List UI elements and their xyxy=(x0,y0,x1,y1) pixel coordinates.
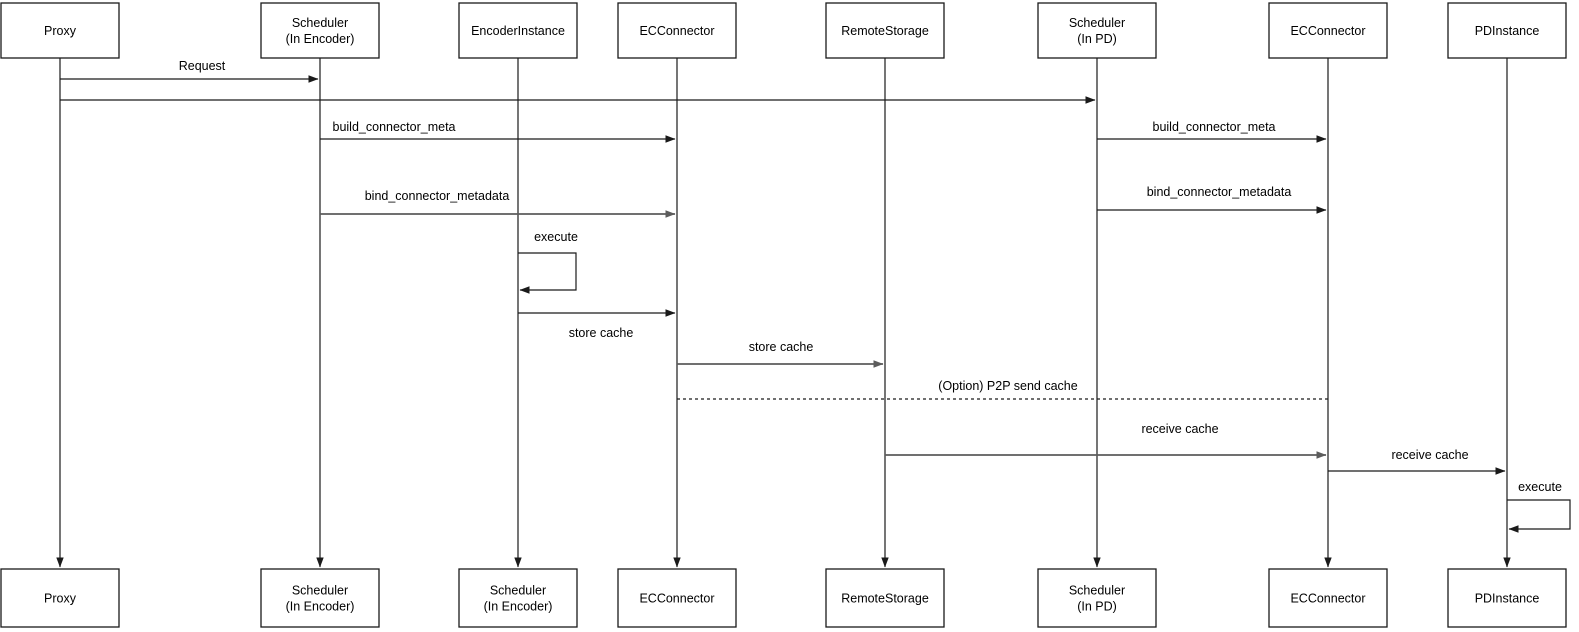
actor-bottom-label-line-ec-connector-2-0: ECConnector xyxy=(1290,592,1365,606)
actor-bottom-ec-connector-2: ECConnector xyxy=(1268,568,1388,628)
message-label-p2p-send-cache: (Option) P2P send cache xyxy=(938,379,1077,393)
actor-bottom-pd-instance: PDInstance xyxy=(1447,568,1567,628)
actor-bottom-label-line-scheduler-encoder-0: Scheduler xyxy=(292,584,348,598)
actor-bottom-proxy: Proxy xyxy=(0,568,120,628)
actor-top-label-line-ec-connector-2-0: ECConnector xyxy=(1290,24,1365,38)
actor-top-label-scheduler-pd: Scheduler (In PD) xyxy=(1069,16,1125,46)
message-execute-encoder xyxy=(518,252,577,294)
actor-top-remote-storage: RemoteStorage xyxy=(825,2,945,59)
actor-bottom-box-pd-instance xyxy=(1447,568,1567,628)
actor-top-label-line-scheduler-pd-0: Scheduler xyxy=(1069,16,1125,30)
actor-bottom-box-ec-connector xyxy=(617,568,737,628)
actor-top-box-remote-storage xyxy=(825,2,945,59)
actor-top-label-proxy: Proxy xyxy=(44,24,77,38)
actor-bottom-label-line-scheduler-encoder-1: (In Encoder) xyxy=(286,600,355,614)
actor-bottom-label-line-encoder-instance-0: Scheduler xyxy=(490,584,546,598)
actor-bottom-label-proxy: Proxy xyxy=(44,592,77,606)
actor-bottom-label-ec-connector-2: ECConnector xyxy=(1290,592,1365,606)
actor-bottom-scheduler-pd: Scheduler (In PD) xyxy=(1037,568,1157,628)
message-label-store-cache-to-storage: store cache xyxy=(749,340,814,354)
actor-bottom-scheduler-encoder: Scheduler (In Encoder) xyxy=(260,568,380,628)
actor-bottom-label-line-scheduler-pd-1: (In PD) xyxy=(1077,600,1117,614)
actor-top-label-line-encoder-instance-0: EncoderInstance xyxy=(471,24,565,38)
actor-top-scheduler-encoder: Scheduler (In Encoder) xyxy=(260,2,380,59)
actor-bottom-label-scheduler-encoder: Scheduler (In Encoder) xyxy=(286,584,355,614)
actor-top-label-scheduler-encoder: Scheduler (In Encoder) xyxy=(286,16,355,46)
actor-top-pd-instance: PDInstance xyxy=(1447,2,1567,59)
actor-bottom-label-line-scheduler-pd-0: Scheduler xyxy=(1069,584,1125,598)
message-label-build-connector-meta-left: build_connector_meta xyxy=(333,120,456,134)
actor-bottom-label-ec-connector: ECConnector xyxy=(639,592,714,606)
actor-top-label-line-proxy-0: Proxy xyxy=(44,24,77,38)
actor-bottom-box-scheduler-encoder xyxy=(260,568,380,628)
actor-top-label-ec-connector-2: ECConnector xyxy=(1290,24,1365,38)
actor-top-box-ec-connector-2 xyxy=(1268,2,1388,59)
actor-bottom-label-encoder-instance: Scheduler (In Encoder) xyxy=(484,584,553,614)
actor-top-ec-connector-2: ECConnector xyxy=(1268,2,1388,59)
message-label-request: Request xyxy=(179,59,226,73)
actor-top-label-line-remote-storage-0: RemoteStorage xyxy=(841,24,929,38)
actor-top-box-pd-instance xyxy=(1447,2,1567,59)
actor-bottom-box-proxy xyxy=(0,568,120,628)
actor-top-label-line-ec-connector-0: ECConnector xyxy=(639,24,714,38)
message-execute-pd xyxy=(1507,499,1571,533)
message-label-execute-encoder: execute xyxy=(534,230,578,244)
actor-bottom-encoder-instance: Scheduler (In Encoder) xyxy=(458,568,578,628)
actor-bottom-label-remote-storage: RemoteStorage xyxy=(841,592,929,606)
actor-top-box-proxy xyxy=(0,2,120,59)
actor-top-proxy: Proxy xyxy=(0,2,120,59)
actor-top-box-encoder-instance xyxy=(458,2,578,59)
actor-bottom-label-line-proxy-0: Proxy xyxy=(44,592,77,606)
actor-top-label-ec-connector: ECConnector xyxy=(639,24,714,38)
message-label-store-cache-to-connector: store cache xyxy=(569,326,634,340)
message-label-bind-connector-metadata-right: bind_connector_metadata xyxy=(1147,185,1292,199)
actor-bottom-remote-storage: RemoteStorage xyxy=(825,568,945,628)
actor-bottom-label-line-encoder-instance-1: (In Encoder) xyxy=(484,600,553,614)
actor-top-box-scheduler-pd xyxy=(1037,2,1157,59)
actor-top-box-scheduler-encoder xyxy=(260,2,380,59)
actor-bottom-label-line-pd-instance-0: PDInstance xyxy=(1475,592,1540,606)
message-label-build-connector-meta-right: build_connector_meta xyxy=(1153,120,1276,134)
actor-top-label-line-scheduler-encoder-0: Scheduler xyxy=(292,16,348,30)
actor-top-label-line-scheduler-pd-1: (In PD) xyxy=(1077,32,1117,46)
actor-top-label-pd-instance: PDInstance xyxy=(1475,24,1540,38)
actor-bottom-label-pd-instance: PDInstance xyxy=(1475,592,1540,606)
actor-top-scheduler-pd: Scheduler (In PD) xyxy=(1037,2,1157,59)
actor-bottom-label-line-ec-connector-0: ECConnector xyxy=(639,592,714,606)
actor-bottom-ec-connector: ECConnector xyxy=(617,568,737,628)
actor-bottom-box-remote-storage xyxy=(825,568,945,628)
actor-bottom-label-line-remote-storage-0: RemoteStorage xyxy=(841,592,929,606)
actor-top-label-line-pd-instance-0: PDInstance xyxy=(1475,24,1540,38)
actor-top-box-ec-connector xyxy=(617,2,737,59)
actor-bottom-box-scheduler-pd xyxy=(1037,568,1157,628)
actor-bottom-label-scheduler-pd: Scheduler (In PD) xyxy=(1069,584,1125,614)
message-label-execute-pd: execute xyxy=(1518,480,1562,494)
actor-top-label-remote-storage: RemoteStorage xyxy=(841,24,929,38)
actor-bottom-box-ec-connector-2 xyxy=(1268,568,1388,628)
message-label-receive-cache-from-storage: receive cache xyxy=(1141,422,1218,436)
actor-top-encoder-instance: EncoderInstance xyxy=(458,2,578,59)
actor-top-label-line-scheduler-encoder-1: (In Encoder) xyxy=(286,32,355,46)
message-label-receive-cache-to-pd: receive cache xyxy=(1391,448,1468,462)
actor-top-label-encoder-instance: EncoderInstance xyxy=(471,24,565,38)
actor-bottom-box-encoder-instance xyxy=(458,568,578,628)
message-label-bind-connector-metadata-left: bind_connector_metadata xyxy=(365,189,510,203)
actor-top-ec-connector: ECConnector xyxy=(617,2,737,59)
